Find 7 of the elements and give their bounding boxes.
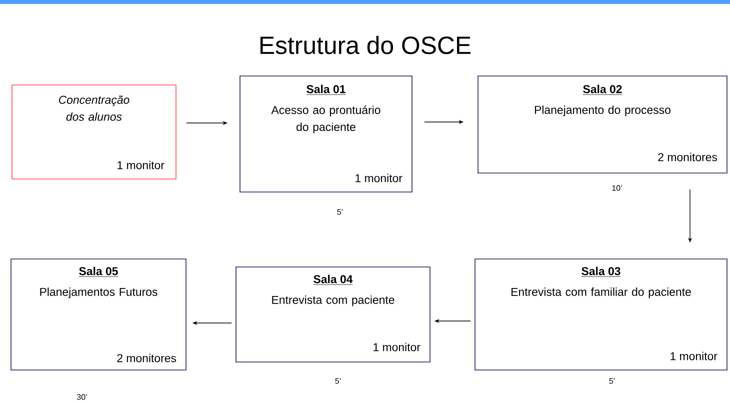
- room-box: Sala 04 Entrevista com paciente 1 monitor: [236, 266, 430, 362]
- room-box: Sala 05 Planejamentos Futuros 2 monitores: [10, 258, 186, 370]
- room-box: Sala 03 Entrevista com familiar do paciente 1 monitor: [474, 258, 728, 370]
- room-box: Sala 01 Acesso ao prontuário do paciente 1 monitor: [240, 76, 412, 192]
- room-box: Sala 02 Planejamento do processo 2 monitores: [478, 76, 728, 174]
- room-box: Concentração dos alunos 1 monitor: [12, 84, 176, 180]
- title: Estrutura do OSCE: [260, 36, 470, 54]
